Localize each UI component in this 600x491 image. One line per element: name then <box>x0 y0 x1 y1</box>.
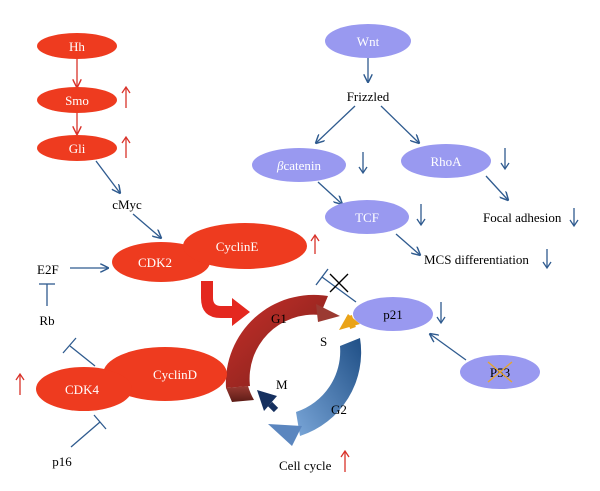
cmyc-label: cMyc <box>112 197 142 212</box>
cyclind-node: CyclinD <box>103 347 227 401</box>
tcf-mcs-arrow <box>395 233 420 255</box>
cyclind-label: CyclinD <box>153 367 197 382</box>
cycline-label: CyclinE <box>216 239 259 254</box>
p21-inhibits-cycle <box>315 268 357 303</box>
rhoa-down-indicator <box>500 148 510 171</box>
gli-up-indicator <box>121 135 131 158</box>
frizzled-bcatenin-arrow <box>316 105 356 143</box>
smo-node: Smo <box>37 87 117 113</box>
s-phase-label: S <box>320 334 327 349</box>
frizzled-label: Frizzled <box>347 89 390 104</box>
cycline-up-indicator <box>310 233 320 254</box>
tcf-node: TCF <box>325 200 409 234</box>
rb-inhibits-e2f <box>39 283 55 306</box>
bcatenin-down-indicator <box>358 152 368 175</box>
hh-node: Hh <box>37 33 117 59</box>
s-phase-arrow-stem <box>346 315 356 329</box>
gli-cmyc-arrow <box>95 160 120 193</box>
tcf-label: TCF <box>355 210 379 225</box>
tcf-down-indicator <box>416 204 426 227</box>
bcatenin-rest: catenin <box>283 158 321 173</box>
cyclind-inhibits-rb <box>62 337 96 367</box>
m-phase-arrow <box>257 390 277 411</box>
cdk2-g1-bent-arrow <box>201 281 250 326</box>
bcatenin-beta: β <box>276 158 284 173</box>
cmyc-cdk2-arrow <box>132 213 161 238</box>
smo-up-indicator <box>121 85 131 108</box>
gli-label: Gli <box>69 141 86 156</box>
g2-arc <box>296 338 362 436</box>
p53-node: P53 <box>460 355 540 389</box>
p16-label: p16 <box>52 454 72 469</box>
p16-inhibits-cdk4 <box>70 414 107 448</box>
rhoa-label: RhoA <box>430 154 462 169</box>
p53-p21-arrow <box>430 334 467 361</box>
cdk4-up-indicator <box>15 372 25 395</box>
g2-arc-arrowhead <box>268 424 302 446</box>
mcs-down-indicator <box>542 249 552 270</box>
p21-down-indicator <box>436 302 446 325</box>
bcatenin-node: βcatenin <box>252 148 346 182</box>
m-phase-label: M <box>276 377 288 392</box>
smo-label: Smo <box>65 93 89 108</box>
cell-cycle-up-indicator <box>340 449 350 472</box>
focal-down-indicator <box>569 208 579 228</box>
gli-node: Gli <box>37 135 117 161</box>
g1-arc <box>225 294 328 388</box>
frizzled-rhoa-arrow <box>380 105 419 143</box>
rhoa-node: RhoA <box>401 144 491 178</box>
hh-label: Hh <box>69 39 85 54</box>
rhoa-focal-arrow <box>485 175 508 200</box>
focal-adhesion-label: Focal adhesion <box>483 210 562 225</box>
m-arc-edge <box>226 386 254 402</box>
g1-arc-arrowhead <box>316 304 340 322</box>
cell-cycle-ring <box>225 294 362 446</box>
e2f-label: E2F <box>37 262 59 277</box>
rb-label: Rb <box>39 313 54 328</box>
cdk2-label: CDK2 <box>138 255 172 270</box>
bcatenin-label: βcatenin <box>276 158 322 173</box>
cycline-node: CyclinE <box>183 223 307 269</box>
cdk4-label: CDK4 <box>65 382 99 397</box>
cdk4-node: CDK4 <box>36 367 132 411</box>
mcs-differentiation-label: MCS differentiation <box>424 252 529 267</box>
cell-cycle-label: Cell cycle <box>279 458 332 473</box>
m-phase-arrow-stem <box>267 401 279 413</box>
p21-label: p21 <box>383 307 403 322</box>
blocked-x-icon <box>329 273 349 293</box>
g2-phase-label: G2 <box>331 402 347 417</box>
wnt-label: Wnt <box>357 34 380 49</box>
g1-phase-label: G1 <box>271 311 287 326</box>
wnt-node: Wnt <box>325 24 411 58</box>
bcatenin-tcf-arrow <box>317 181 342 204</box>
p21-node: p21 <box>353 297 433 331</box>
